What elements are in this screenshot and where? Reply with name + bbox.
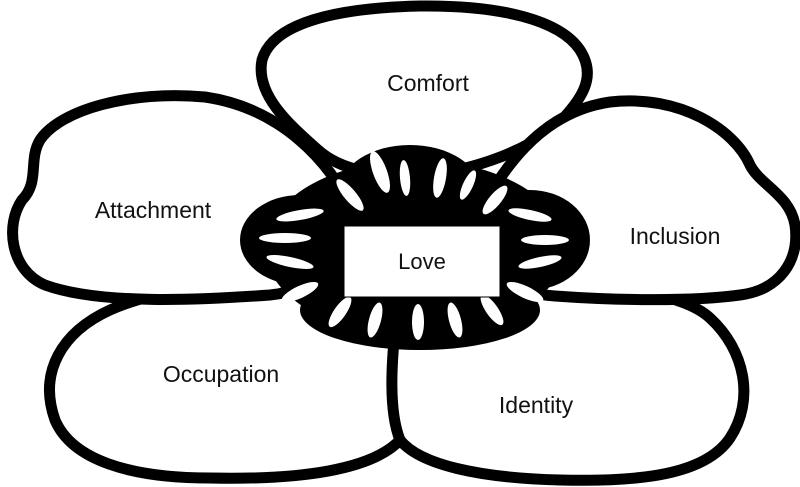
petal-label-comfort: Comfort bbox=[387, 70, 469, 96]
petal-label-inclusion: Inclusion bbox=[630, 223, 721, 249]
stamen-streaks bbox=[259, 151, 569, 340]
petal-label-occupation: Occupation bbox=[163, 361, 279, 387]
center-box bbox=[343, 225, 501, 298]
petal-label-identity: Identity bbox=[499, 392, 574, 418]
center-label: Love bbox=[398, 249, 446, 274]
petal-label-attachment: Attachment bbox=[95, 197, 212, 223]
